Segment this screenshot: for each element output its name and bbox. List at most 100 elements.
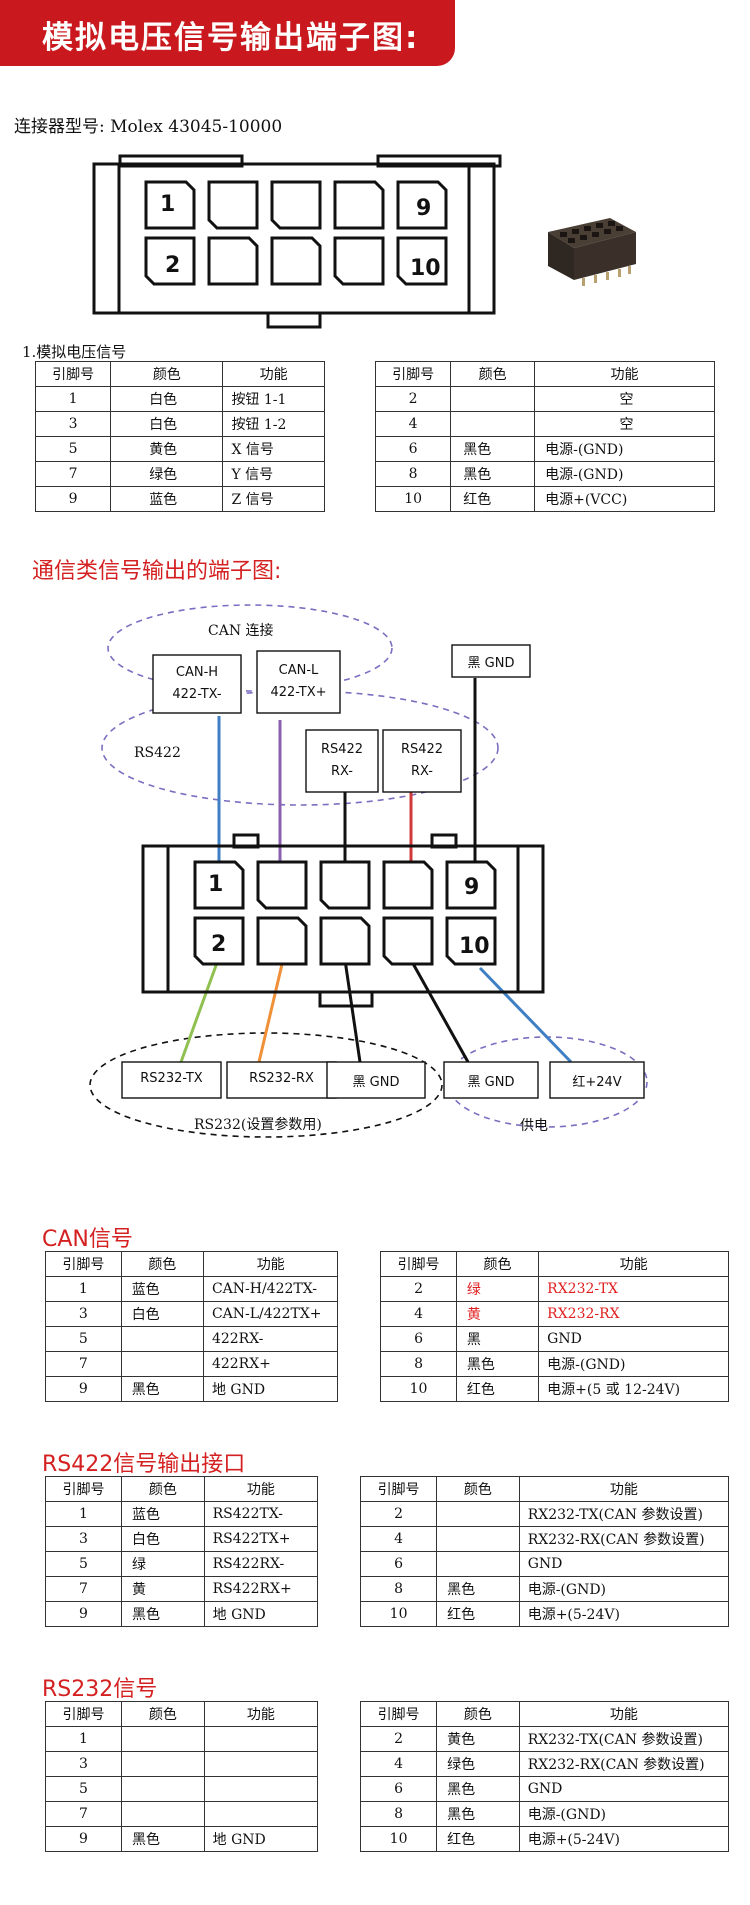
table-cell: 2 — [380, 1276, 457, 1302]
table-header-cell: 功能 — [534, 361, 715, 387]
connector-cell — [396, 236, 448, 286]
table-cell: 黑色 — [436, 1576, 520, 1602]
table-spacer — [317, 1776, 362, 1802]
pin-2-label: 2 — [165, 253, 181, 278]
table-cell — [203, 1751, 319, 1777]
table-header-cell: 功能 — [518, 1476, 730, 1502]
table-spacer — [323, 461, 377, 487]
table-cell: 白色 — [110, 386, 224, 412]
table-cell: 黄色 — [436, 1726, 520, 1752]
table-cell: 白色 — [121, 1526, 205, 1552]
table-cell: 4 — [360, 1526, 438, 1552]
table-cell: 422RX+ — [202, 1351, 339, 1377]
table-spacer — [317, 1576, 362, 1602]
table-cell: GND — [538, 1326, 729, 1352]
table-cell: RX232-TX(CAN 参数设置) — [518, 1501, 730, 1527]
table-cell: 6 — [360, 1776, 438, 1802]
table-spacer — [337, 1326, 382, 1352]
table-cell: RS422TX+ — [203, 1526, 319, 1552]
table-cell: 9 — [44, 1601, 123, 1627]
table-cell: 2 — [360, 1501, 438, 1527]
table-cell — [121, 1751, 205, 1777]
table-cell: 3 — [34, 411, 112, 437]
table-spacer — [317, 1476, 362, 1502]
table-cell: 9 — [34, 486, 112, 512]
rs232-rx-label: RS232-RX — [249, 1071, 314, 1086]
connector-cell — [193, 916, 245, 966]
connector-cell — [445, 860, 497, 910]
table-header-cell: 颜色 — [455, 1251, 540, 1277]
black-gnd-label-2: 黑 GND — [467, 1075, 515, 1090]
table-cell: 黑色 — [121, 1601, 205, 1627]
table-header-cell: 引脚号 — [360, 1701, 438, 1727]
pin-9-label-2: 9 — [464, 875, 480, 900]
table-cell: 黑色 — [436, 1801, 520, 1827]
black-wire-6 — [343, 959, 362, 1063]
table-cell: 8 — [360, 1576, 438, 1602]
table-cell: 电源+(VCC) — [534, 486, 715, 512]
can-h-box — [152, 654, 242, 714]
table-cell — [203, 1776, 319, 1802]
title-banner: 模拟电压信号输出端子图: — [0, 0, 455, 66]
connector-cell — [256, 916, 308, 966]
table-header-cell: 颜色 — [450, 361, 536, 387]
connector-cell — [396, 180, 448, 230]
table-cell: RX232-TX — [538, 1276, 729, 1302]
table-header-cell: 引脚号 — [45, 1251, 122, 1277]
table-cell: 蓝色 — [110, 486, 224, 512]
table-cell: 黑色 — [121, 1826, 205, 1852]
table-cell: 电源+(5 或 12-24V) — [538, 1376, 729, 1402]
table-cell: GND — [518, 1776, 730, 1802]
green-wire — [179, 959, 220, 1063]
rs422-group-ellipse — [101, 690, 499, 806]
table-cell: 绿色 — [436, 1751, 520, 1777]
table-cell — [121, 1801, 205, 1827]
table-header-cell: 功能 — [538, 1251, 729, 1277]
table-cell: RX232-RX(CAN 参数设置) — [518, 1751, 730, 1777]
table-cell — [436, 1526, 520, 1552]
black-gnd-label-1: 黑 GND — [352, 1075, 400, 1090]
table-cell: 1 — [44, 1501, 123, 1527]
table-cell: 7 — [44, 1801, 123, 1827]
table-spacer — [337, 1301, 382, 1327]
table-cell: 黑色 — [436, 1776, 520, 1802]
table-spacer — [323, 411, 377, 437]
table-cell: 8 — [375, 461, 452, 487]
rs232-tx-label: RS232-TX — [140, 1071, 203, 1086]
table-cell: 9 — [45, 1376, 122, 1402]
connector-drawing-1 — [92, 154, 502, 329]
table-header-row: 引脚号颜色功能引脚号颜色功能 — [45, 1251, 729, 1277]
table-cell: 电源-(GND) — [534, 461, 715, 487]
table-cell — [121, 1776, 205, 1802]
black-gnd-top-box — [451, 644, 531, 678]
table-spacer — [317, 1726, 362, 1752]
table-header-cell: 引脚号 — [44, 1701, 123, 1727]
pin-1-label: 1 — [160, 192, 176, 217]
pin-1-label-2: 1 — [208, 872, 224, 897]
table-cell: 4 — [360, 1751, 438, 1777]
rs422-group-label: RS422 — [134, 745, 181, 761]
table-header-row: 引脚号颜色功能引脚号颜色功能 — [34, 361, 715, 387]
table-cell: 黑色 — [450, 461, 536, 487]
table-cell: 10 — [375, 486, 452, 512]
table-cell — [436, 1551, 520, 1577]
table-header-cell: 引脚号 — [380, 1251, 457, 1277]
table-cell — [120, 1326, 204, 1352]
table-cell: RX232-RX(CAN 参数设置) — [518, 1526, 730, 1552]
table-cell: 10 — [360, 1601, 438, 1627]
table-cell: 5 — [44, 1551, 123, 1577]
table-cell: RX232-TX(CAN 参数设置) — [518, 1726, 730, 1752]
table-header-cell: 颜色 — [121, 1476, 205, 1502]
